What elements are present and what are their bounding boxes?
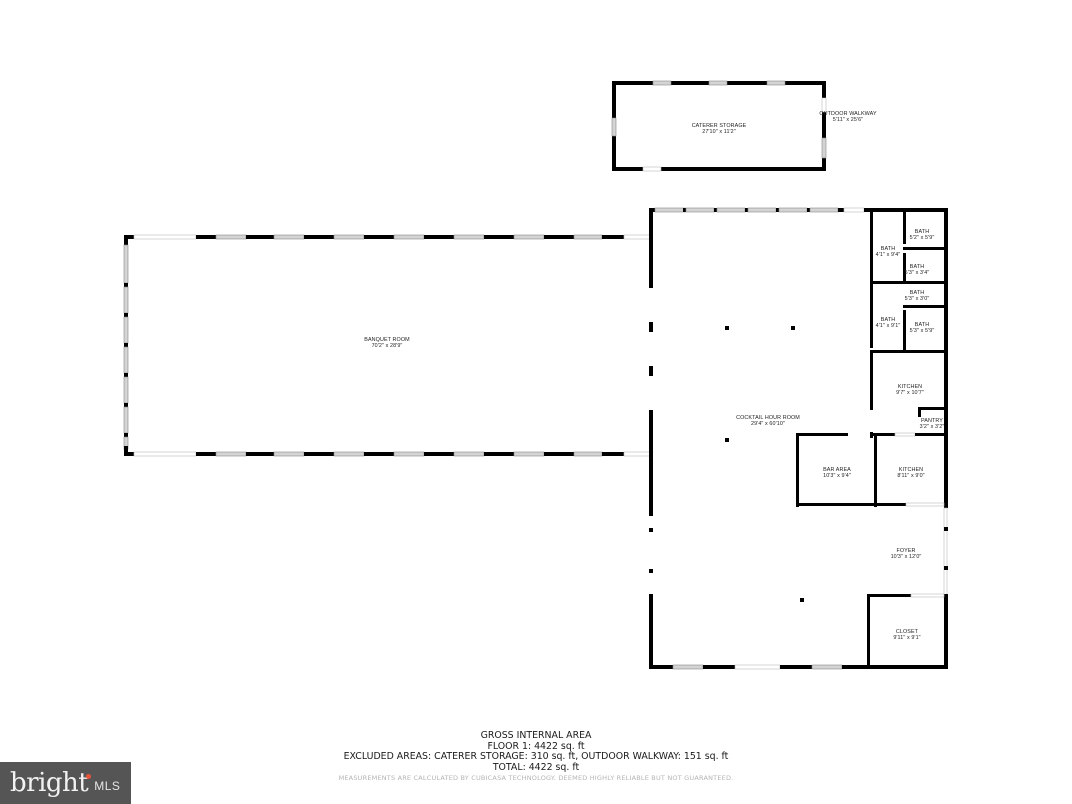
room-label-closet: CLOSET 9'11" x 9'1" (893, 629, 920, 642)
room-name: PANTRY (921, 418, 943, 424)
room-label-kitchen-2: KITCHEN 8'11" x 9'0" (897, 467, 924, 480)
room-name: BAR AREA (823, 467, 851, 473)
room-label-cocktail-hour-room: COCKTAIL HOUR ROOM 29'4" x 60'10" (736, 415, 800, 428)
room-dims: 5'11" x 25'6" (832, 117, 864, 124)
room-name: KITCHEN (897, 384, 923, 390)
room-label-bar-area: BAR AREA 10'3" x 9'4" (823, 467, 851, 480)
banquet-room-walls (123, 234, 651, 457)
logo-suffix: MLS (94, 779, 121, 793)
room-label-kitchen-1: KITCHEN 9'7" x 10'7" (896, 384, 924, 397)
room-label-pantry: PANTRY 3'2" x 3'2" (920, 418, 945, 431)
logo-brand: bright (10, 768, 92, 798)
summary-total: TOTAL: 4422 sq. ft (492, 761, 580, 773)
room-name: CATERER STORAGE (691, 123, 747, 129)
room-label-banquet-room: BANQUET ROOM 70'2" x 28'9" (364, 337, 409, 350)
room-name: BATH (880, 246, 896, 252)
logo-dot-icon (86, 774, 92, 779)
room-label-bath-5: BATH 4'1" x 9'1" (876, 317, 901, 330)
caterer-storage-walls (611, 80, 827, 172)
room-name: BATH (909, 264, 925, 270)
bright-mls-logo: bright MLS (0, 762, 131, 804)
room-dims: 5'3" x 3'0" (904, 296, 930, 303)
room-dims: 9'11" x 9'1" (893, 635, 921, 642)
room-dims: 10'3" x 9'4" (823, 473, 851, 480)
room-name: CLOSET (895, 629, 919, 635)
room-dims: 4'1" x 9'4" (875, 252, 901, 259)
room-name: OUTDOOR WALKWAY (819, 111, 877, 117)
room-name: BANQUET ROOM (364, 337, 410, 343)
room-name: BATH (880, 317, 896, 323)
room-name: BATH (914, 229, 930, 235)
room-label-foyer: FOYER 10'3" x 12'0" (891, 548, 922, 561)
room-dims: 3'2" x 3'2" (919, 424, 945, 431)
room-name: KITCHEN (898, 467, 924, 473)
main-building-walls (649, 207, 948, 670)
summary-excluded-areas: EXCLUDED AREAS: CATERER STORAGE: 310 sq.… (343, 751, 729, 763)
room-dims: 8'11" x 9'0" (897, 473, 925, 480)
room-name: FOYER (896, 548, 916, 554)
measurement-disclaimer: MEASUREMENTS ARE CALCULATED BY CUBICASA … (338, 774, 734, 783)
room-label-bath-1: BATH 5'2" x 5'9" (910, 229, 935, 242)
room-label-bath-2: BATH 4'1" x 9'4" (876, 246, 901, 259)
summary-title: GROSS INTERNAL AREA (480, 730, 592, 741)
room-name: COCKTAIL HOUR ROOM (736, 415, 800, 421)
room-label-bath-6: BATH 5'3" x 5'9" (910, 322, 935, 335)
room-dims: 9'7" x 10'7" (896, 390, 924, 397)
room-dims: 4'1" x 9'1" (875, 323, 901, 330)
room-dims: 5'3" x 3'4" (904, 270, 930, 277)
room-name: BATH (909, 290, 925, 296)
area-summary: GROSS INTERNAL AREA FLOOR 1: 4422 sq. ft… (0, 730, 1072, 783)
room-dims: 10'3" x 12'0" (890, 554, 922, 561)
room-dims: 70'2" x 28'9" (371, 343, 403, 350)
room-label-caterer-storage: CATERER STORAGE 27'10" x 11'2" (692, 123, 747, 136)
room-dims: 5'3" x 5'9" (909, 328, 935, 335)
structural-columns (725, 326, 804, 602)
room-dims: 29'4" x 60'10" (751, 421, 785, 428)
room-label-outdoor-walkway: OUTDOOR WALKWAY 5'11" x 25'6" (819, 111, 876, 124)
room-label-bath-3: BATH 5'3" x 3'4" (905, 264, 930, 277)
logo-brand-text: bright (10, 768, 89, 798)
summary-floor-area: FLOOR 1: 4422 sq. ft (487, 740, 585, 752)
room-name: BATH (914, 322, 930, 328)
room-dims: 5'2" x 5'9" (909, 235, 935, 242)
room-dims: 27'10" x 11'2" (702, 129, 736, 136)
room-label-bath-4: BATH 5'3" x 3'0" (905, 290, 930, 303)
